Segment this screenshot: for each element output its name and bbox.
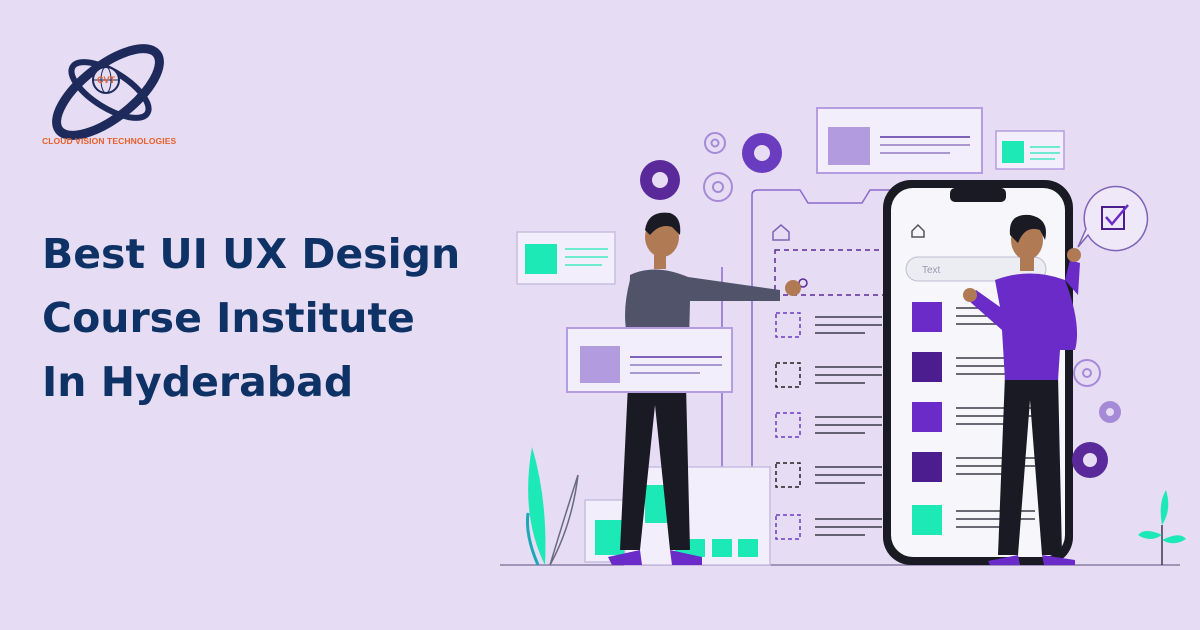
search-placeholder: Text <box>922 265 941 276</box>
checkbox-bubble-icon <box>1077 185 1149 252</box>
wireframe-card-left <box>516 231 616 285</box>
wireframe-card-top <box>816 107 983 174</box>
gear-icon <box>703 172 733 202</box>
gear-icon <box>742 133 782 173</box>
wireframe-card-held <box>566 327 733 393</box>
gear-icon <box>1072 442 1108 478</box>
man-figure-right <box>963 214 1081 565</box>
plant-icon <box>526 447 579 566</box>
gear-icon <box>704 132 726 154</box>
ui-ux-illustration: Text <box>500 107 1186 566</box>
gear-icon <box>1099 401 1121 423</box>
cvt-logo-icon: CVT <box>52 44 164 140</box>
wireframe-card-bottom <box>584 466 771 566</box>
wireframe-list <box>775 312 882 540</box>
gear-icon <box>1073 359 1101 387</box>
title-line-3: In Hyderabad <box>42 358 354 406</box>
page-title: Best UI UX Design Course Institute In Hy… <box>42 222 512 414</box>
gear-icon <box>640 160 680 200</box>
logo-monogram: CVT <box>97 75 116 85</box>
home-icon <box>911 223 925 238</box>
plant-icon <box>1138 490 1186 565</box>
title-line-2: Course Institute <box>42 294 415 342</box>
company-name: CLOUD VISION TECHNOLOGIES <box>42 136 177 146</box>
home-icon <box>772 224 790 241</box>
title-line-1: Best UI UX Design <box>42 230 461 278</box>
wireframe-card-small <box>995 130 1065 170</box>
